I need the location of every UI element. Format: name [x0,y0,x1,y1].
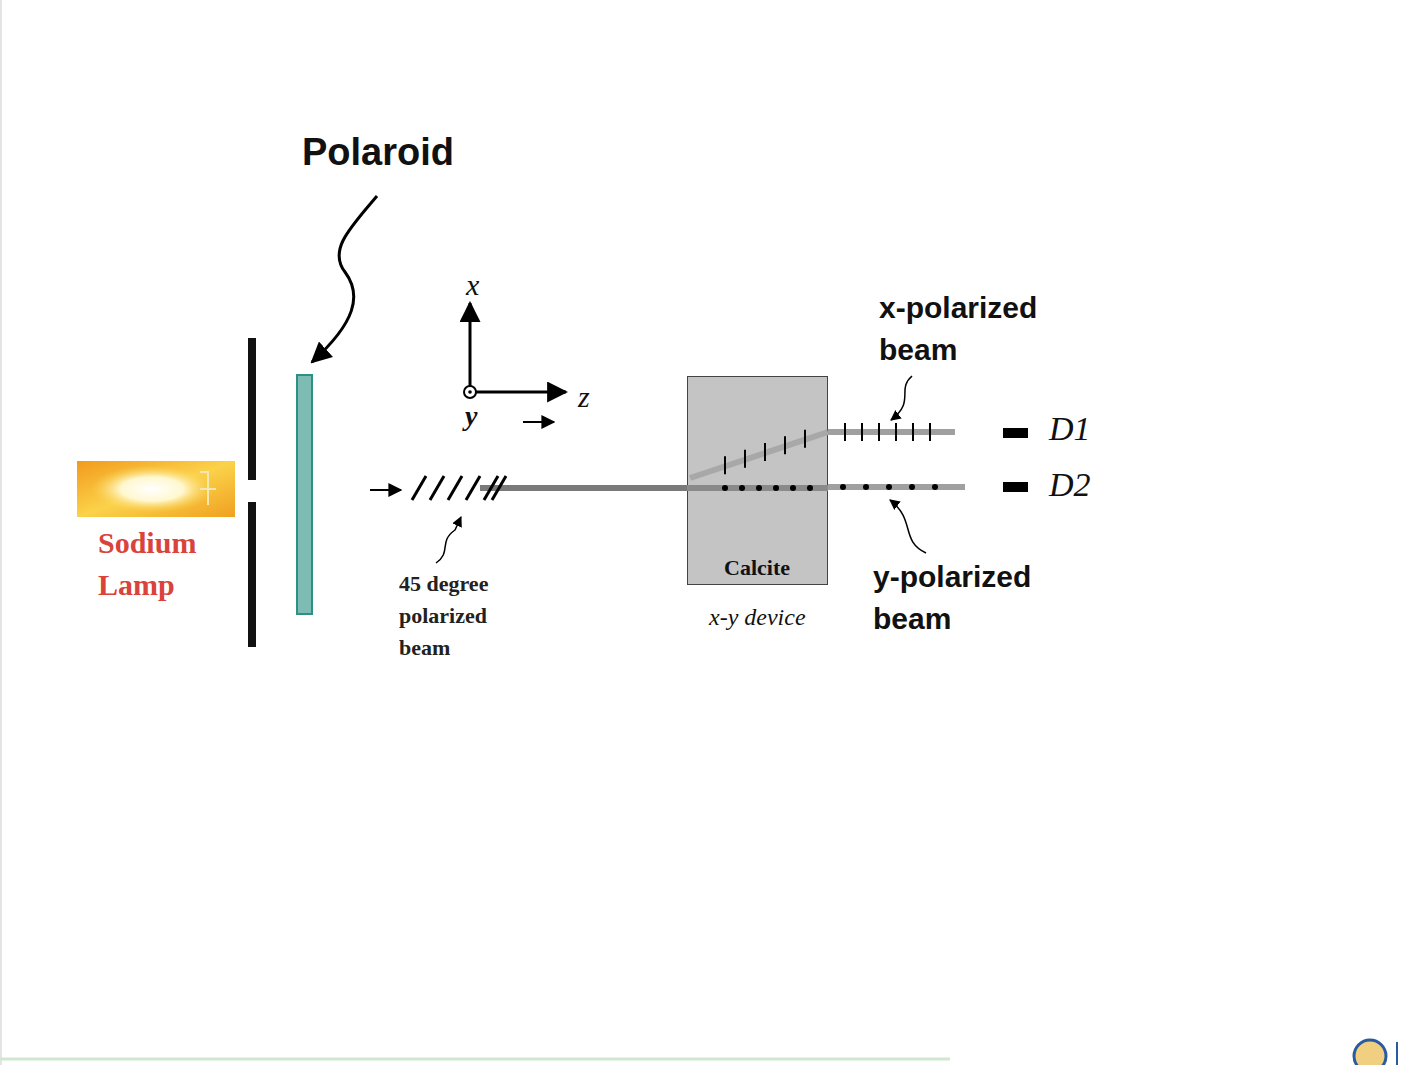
leader-line [312,196,377,362]
box-label: Calcite [724,555,790,581]
polarization-ticks [845,423,930,441]
axis-arrow [469,303,472,392]
direction-arrow [370,489,401,491]
beam-label: 45 degree polarized beam [399,568,524,664]
direction-arrow [523,421,554,423]
slit-bar [248,502,256,647]
logo [1354,1040,1386,1065]
light-beam [828,429,955,435]
detector [1003,482,1028,492]
axis-origin [464,386,476,398]
part-label: Sodium Lamp [98,522,233,606]
axis-label: z [578,380,590,414]
sodium-lamp-image [77,461,235,517]
box-caption: x-y device [709,604,806,631]
progress-bar [0,1058,950,1061]
leader-line [890,500,926,553]
leader-line [891,376,912,420]
beam-label: y-polarized beam [873,556,1058,640]
logo [1396,1042,1398,1065]
crystal-box: Calcitex-y device [687,376,828,585]
axis-label: x [466,268,479,302]
detector-label: D1 [1049,410,1091,448]
beam-label: x-polarized beam [879,287,1064,371]
polaroid-sheet [297,375,312,614]
slit-bar [248,338,256,480]
beam-split [687,376,828,585]
detector [1003,428,1028,438]
light-beam [480,485,690,491]
polarization-dots [840,484,938,490]
page-edge [0,0,2,1065]
axis-arrow [470,391,566,394]
leader-line [436,517,461,563]
part-label: Polaroid [302,131,454,174]
polarization-hatch [412,476,506,500]
light-beam [828,484,965,490]
detector-label: D2 [1049,466,1091,504]
axis-label: y [465,400,477,432]
